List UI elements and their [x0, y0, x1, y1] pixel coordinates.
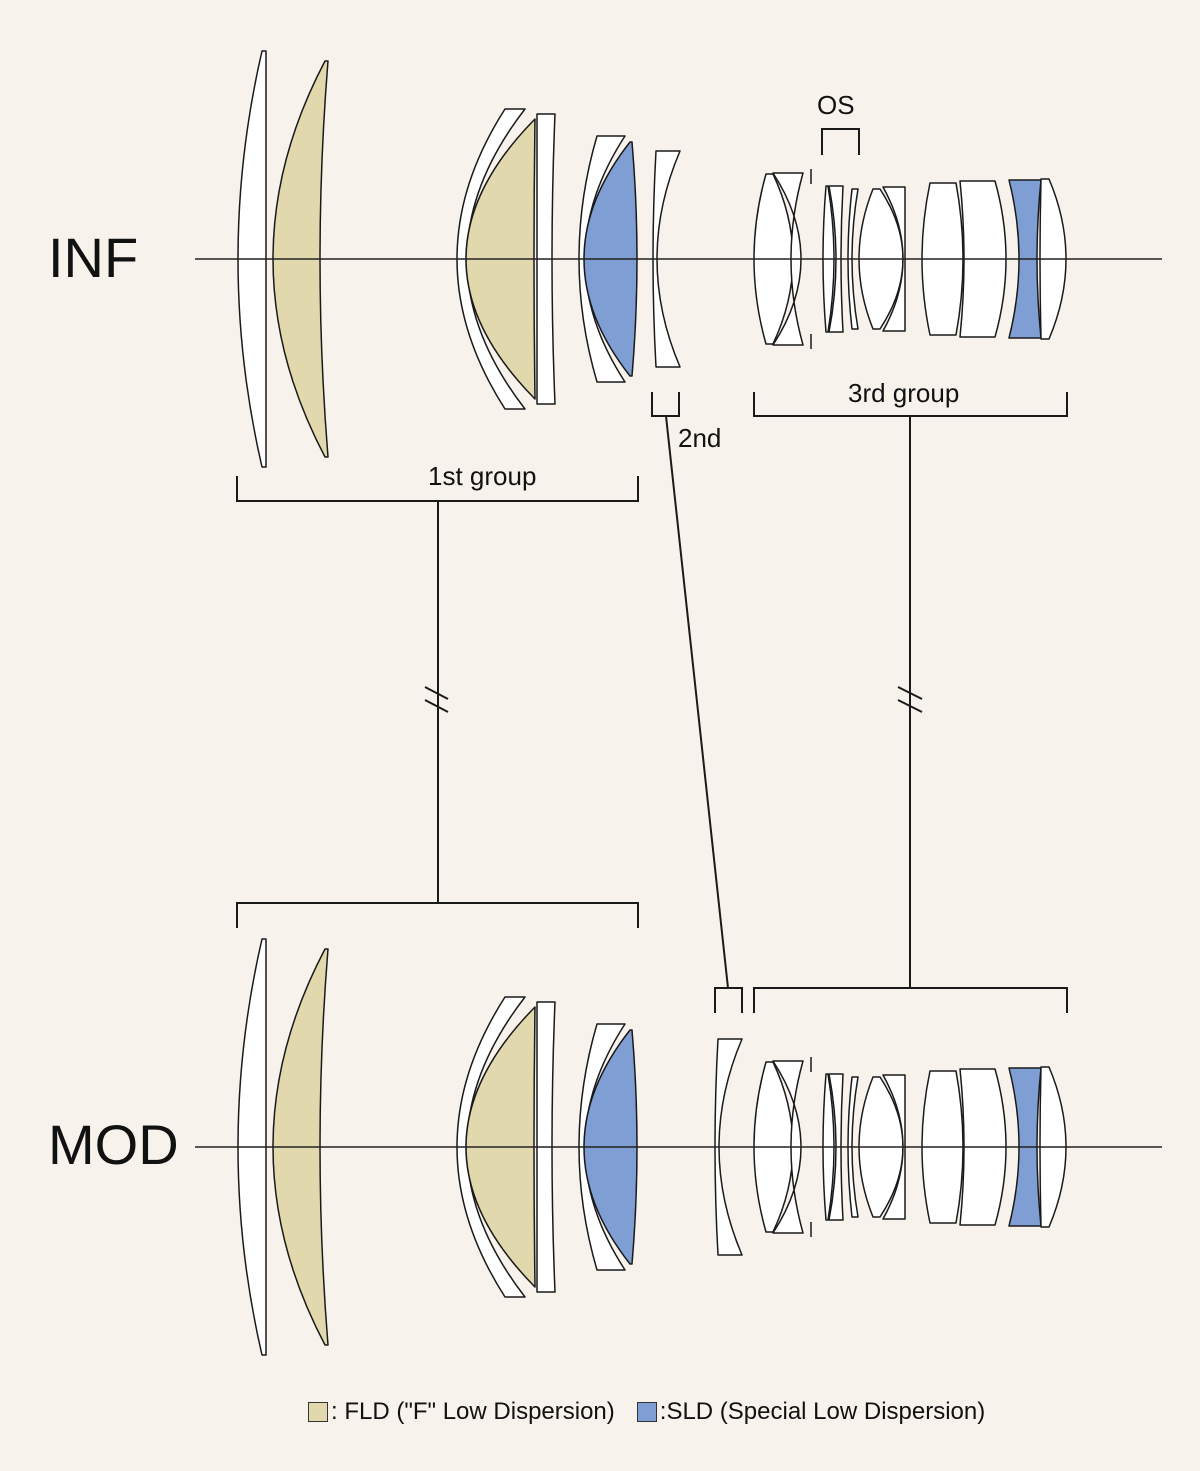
os-bracket	[821, 128, 860, 155]
inf-lens-element-plain	[882, 186, 906, 332]
inf-lens-element-plain	[456, 108, 526, 410]
first-group-label: 1st group	[428, 461, 537, 491]
second-group-bracket-inf	[651, 392, 680, 417]
mod-lens-element-plain	[714, 1038, 743, 1256]
mod-lens-element-plain	[882, 1074, 906, 1220]
inf-lens-element-plain	[847, 188, 859, 330]
inf-lens-element-plain	[578, 135, 626, 383]
second-group-bracket-mod	[714, 987, 743, 1013]
inf-lens-block	[195, 50, 1162, 468]
break-mark-icon	[424, 686, 449, 700]
os-label: OS	[817, 90, 855, 120]
legend-label-fld: : FLD ("F" Low Dispersion)	[331, 1398, 615, 1425]
mod-lens-element-plain	[456, 996, 526, 1298]
mod-lens-element-plain	[578, 1023, 626, 1271]
legend-item-fld: : FLD ("F" Low Dispersion)	[308, 1398, 615, 1426]
fld-swatch-icon	[308, 1402, 328, 1422]
legend: : FLD ("F" Low Dispersion) :SLD (Special…	[308, 1398, 1007, 1426]
break-mark-icon	[897, 699, 923, 713]
break-mark-icon	[897, 686, 923, 700]
mod-label: MOD	[48, 1113, 179, 1176]
sld-swatch-icon	[636, 1402, 657, 1422]
legend-item-sld: :SLD (Special Low Dispersion)	[636, 1398, 986, 1426]
third-group-bracket-mod	[753, 987, 1068, 1013]
second-group-label: 2nd	[678, 423, 722, 453]
first-group-bracket-mod	[236, 902, 639, 928]
second-group-link	[665, 415, 729, 989]
legend-label-sld: :SLD (Special Low Dispersion)	[659, 1398, 986, 1425]
break-mark-icon	[424, 699, 449, 713]
mod-lens-block	[195, 938, 1162, 1356]
inf-lens-element-plain	[652, 150, 681, 368]
group-connectors	[236, 128, 1068, 1013]
inf-label: INF	[48, 226, 139, 289]
mod-lens-element-plain	[847, 1076, 859, 1218]
third-group-label: 3rd group	[848, 378, 960, 408]
